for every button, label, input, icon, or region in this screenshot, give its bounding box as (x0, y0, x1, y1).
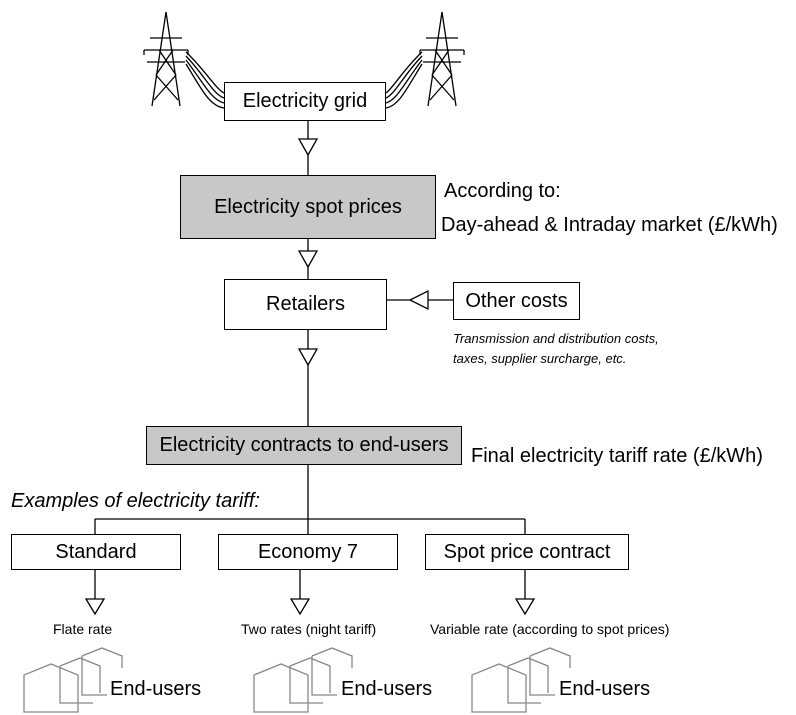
transmission-tower-icon (419, 11, 465, 107)
tariff-standard-label: Standard (55, 540, 137, 563)
contracts-box: Electricity contracts to end-users (146, 426, 462, 465)
retailers-label: Retailers (266, 293, 345, 315)
contracts-label: Electricity contracts to end-users (159, 434, 449, 456)
retailers-box: Retailers (224, 279, 387, 330)
electricity-grid-box: Electricity grid (224, 82, 386, 121)
spot-prices-note-2: Day-ahead & Intraday market (£/kWh) (441, 214, 778, 236)
tariff-standard-rate: Flate rate (53, 621, 113, 637)
end-users-label: End-users (110, 678, 202, 700)
house-group-icon (471, 647, 571, 713)
transmission-tower-icon (143, 11, 189, 107)
end-users-label: End-users (341, 678, 433, 700)
power-lines (185, 51, 423, 109)
tariff-economy7-label: Economy 7 (257, 540, 359, 563)
other-costs-box: Other costs (453, 282, 580, 320)
open-triangle-arrow-icon (297, 348, 319, 367)
spot-prices-box: Electricity spot prices (180, 175, 436, 239)
open-triangle-arrow-icon (84, 598, 106, 616)
house-group-icon (253, 647, 353, 713)
contracts-note: Final electricity tariff rate (£/kWh) (471, 445, 763, 467)
house-group-icon (23, 647, 123, 713)
tariff-spot-contract-rate: Variable rate (according to spot prices) (430, 621, 670, 637)
open-triangle-arrow-icon (297, 250, 319, 269)
tariff-examples-heading: Examples of electricity tariff: (11, 490, 260, 512)
other-costs-note-2: taxes, supplier surcharge, etc. (453, 351, 627, 366)
spot-prices-label: Electricity spot prices (214, 195, 402, 218)
open-triangle-arrow-icon (408, 289, 429, 311)
open-triangle-arrow-icon (297, 138, 319, 157)
tariff-spot-contract-box: Spot price contract (425, 534, 629, 570)
open-triangle-arrow-icon (289, 598, 311, 616)
spot-prices-note-1: According to: (444, 180, 561, 202)
other-costs-label: Other costs (465, 289, 568, 312)
tariff-economy7-box: Economy 7 (218, 534, 398, 570)
tariff-economy7-rate: Two rates (night tariff) (241, 621, 377, 637)
tariff-spot-contract-label: Spot price contract (443, 540, 611, 563)
end-users-label: End-users (559, 678, 651, 700)
open-triangle-arrow-icon (514, 598, 536, 616)
tariff-standard-box: Standard (11, 534, 181, 570)
other-costs-note-1: Transmission and distribution costs, (453, 331, 659, 346)
electricity-grid-label: Electricity grid (242, 90, 368, 112)
